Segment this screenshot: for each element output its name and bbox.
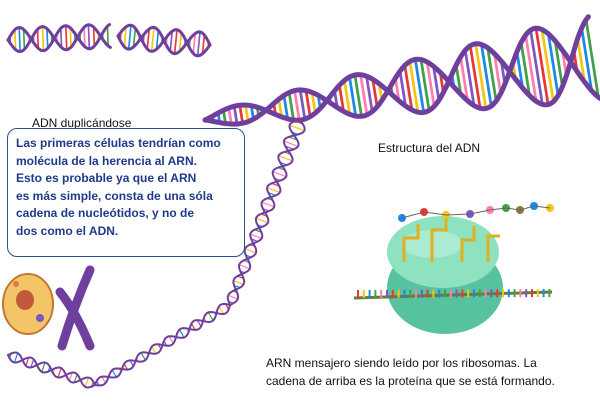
- cell-illustration: [2, 273, 54, 335]
- note-line: molécula de la herencia al ARN.: [16, 153, 197, 168]
- dna-structure-label: Estructura del ADN: [378, 141, 481, 155]
- caption-line: ARN mensajero siendo leído por los ribos…: [266, 356, 537, 370]
- note-line: es más simple, consta de una sóla: [16, 188, 213, 203]
- note-line: Las primeras células tendrían como: [16, 136, 221, 150]
- dna-chain-low: [94, 302, 231, 387]
- dna-duplication-left: [6, 23, 112, 53]
- protein-chain: [398, 202, 554, 222]
- trna-molecules: [402, 218, 500, 262]
- note-line: cadena de nucleótidos, y no de: [16, 206, 195, 221]
- ribosome-caption: ARN mensajero siendo leído por los ribos…: [266, 354, 596, 390]
- mrna-nucleotides: [357, 289, 551, 298]
- note-line: Esto es probable ya que el ARN: [16, 171, 197, 186]
- dna-chain-end: [7, 351, 96, 389]
- caption-line: cadena de arriba es la proteína que se e…: [266, 374, 555, 388]
- dna-helix-large: [202, 14, 600, 127]
- dna-duplication-label: ADN duplicándose: [32, 116, 132, 130]
- chromosome-illustration: [55, 265, 95, 351]
- rna-hypothesis-note: Las primeras células tendrían como moléc…: [7, 128, 245, 257]
- ribosome: [387, 216, 503, 334]
- note-line: dos como el ADN.: [16, 223, 119, 238]
- dna-chain-mid: [226, 119, 306, 306]
- dna-duplication-right: [116, 23, 212, 58]
